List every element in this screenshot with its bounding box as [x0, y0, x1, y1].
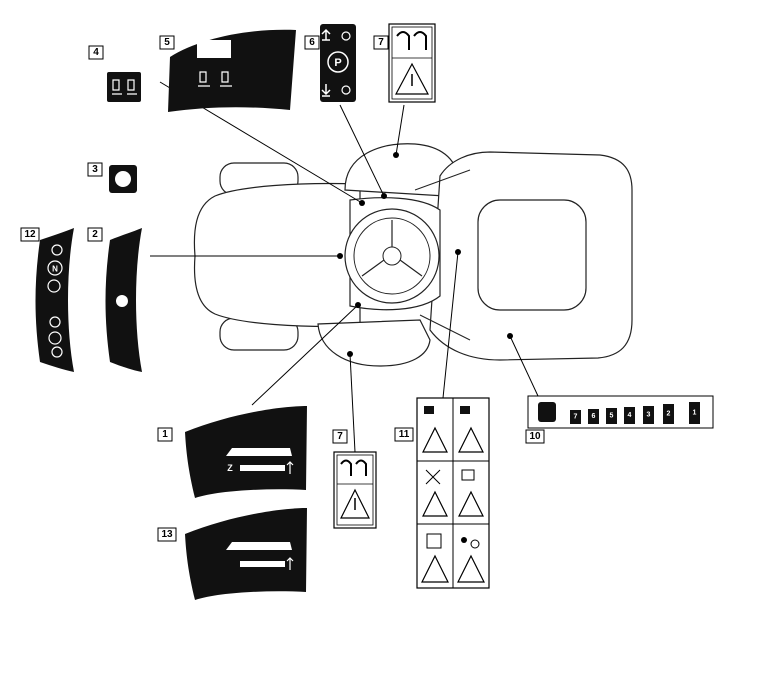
- callout-1: 1: [157, 427, 173, 442]
- mower-deck-icon: [538, 402, 556, 422]
- warning-triangle-icon: [457, 554, 485, 583]
- height-mark-label: 4: [628, 412, 632, 419]
- decal-7-top-pictogram: [396, 31, 427, 50]
- callout-7-top: 7: [373, 35, 389, 50]
- callout-7-bottom: 7: [332, 429, 348, 444]
- svg-text:12: 12: [24, 229, 36, 240]
- callout-11: 11: [394, 427, 414, 442]
- forward-arrow-icon: [321, 28, 331, 41]
- body-line-bottom: [419, 314, 471, 341]
- decal-12: N: [35, 228, 74, 372]
- decal-13-plate: [185, 508, 307, 600]
- height-mark-label: 3: [647, 412, 651, 419]
- svg-text:3: 3: [92, 164, 98, 175]
- decal-7-bottom: [333, 451, 377, 529]
- svg-text:11: 11: [399, 429, 410, 440]
- warning-triangle-icon: [395, 62, 429, 95]
- decal-12-plate: [35, 228, 74, 372]
- decal-4-symbols: [112, 79, 137, 95]
- callout-5: 5: [159, 35, 175, 50]
- steering-wheel-inner: [353, 217, 431, 295]
- warning-triangle-icon: [422, 426, 448, 453]
- tractor-outline: [193, 143, 633, 367]
- height-mark-label: 7: [574, 414, 578, 421]
- decal-6-bottom-ring: [341, 85, 351, 95]
- hood: [193, 182, 361, 328]
- decal-5-window: [197, 40, 231, 58]
- decal-2: [105, 228, 142, 372]
- callout-2: 2: [87, 227, 103, 242]
- callout-4: 4: [88, 45, 104, 60]
- decal-5: [168, 29, 296, 112]
- svg-text:2: 2: [92, 229, 98, 240]
- svg-text:1: 1: [162, 429, 168, 440]
- svg-text:7: 7: [378, 37, 384, 48]
- height-mark-label: 2: [667, 411, 671, 418]
- decal-11: [416, 397, 490, 589]
- decal-1: Z: [185, 406, 307, 498]
- decal-5-plate: [168, 29, 296, 112]
- svg-text:4: 4: [93, 47, 99, 58]
- decal-6: P: [320, 24, 356, 102]
- leader-dots: [337, 152, 513, 357]
- warning-triangle-icon: [458, 426, 484, 453]
- height-mark-label: 6: [592, 413, 596, 420]
- callout-3: 3: [87, 162, 103, 177]
- steering-hub: [382, 246, 402, 266]
- body-line-top: [414, 169, 471, 191]
- warning-triangle-icon: [421, 554, 449, 583]
- decal-4-plate: [107, 72, 141, 102]
- lever-z-letter: Z: [227, 463, 233, 473]
- rear-right-fender: [317, 319, 431, 367]
- decal-3: [109, 165, 137, 193]
- svg-text:10: 10: [529, 431, 541, 442]
- decal-4: [107, 72, 141, 102]
- svg-text:6: 6: [309, 37, 315, 48]
- decal-6-plate: [320, 24, 356, 102]
- steering-spokes: [361, 220, 423, 277]
- callout-12: 12: [20, 227, 40, 242]
- svg-text:13: 13: [161, 529, 173, 540]
- decal-5-symbols: [198, 71, 232, 87]
- decal-6-top-ring: [341, 31, 351, 41]
- callout-6: 6: [304, 35, 320, 50]
- parking-brake-icon: [327, 51, 349, 73]
- callout-13: 13: [157, 527, 177, 542]
- parking-letter: P: [334, 57, 341, 69]
- lever-neutral-letter: N: [52, 265, 58, 274]
- warning-triangle-icon: [422, 490, 448, 517]
- height-mark-label: 1: [693, 410, 697, 417]
- svg-text:5: 5: [164, 37, 170, 48]
- reverse-arrow-icon: [321, 84, 331, 97]
- height-mark-label: 5: [610, 413, 614, 420]
- decal-13: [185, 508, 307, 600]
- svg-text:7: 7: [337, 431, 343, 442]
- height-marks: 7 6 5 4 3 2 1: [570, 402, 700, 424]
- warning-triangle-icon: [458, 490, 484, 517]
- seat: [477, 199, 587, 311]
- decal-10: 7 6 5 4 3 2 1: [527, 395, 714, 429]
- warning-triangle-icon: [340, 488, 370, 519]
- decal-7-top: [388, 23, 436, 103]
- callout-10: 10: [525, 429, 545, 444]
